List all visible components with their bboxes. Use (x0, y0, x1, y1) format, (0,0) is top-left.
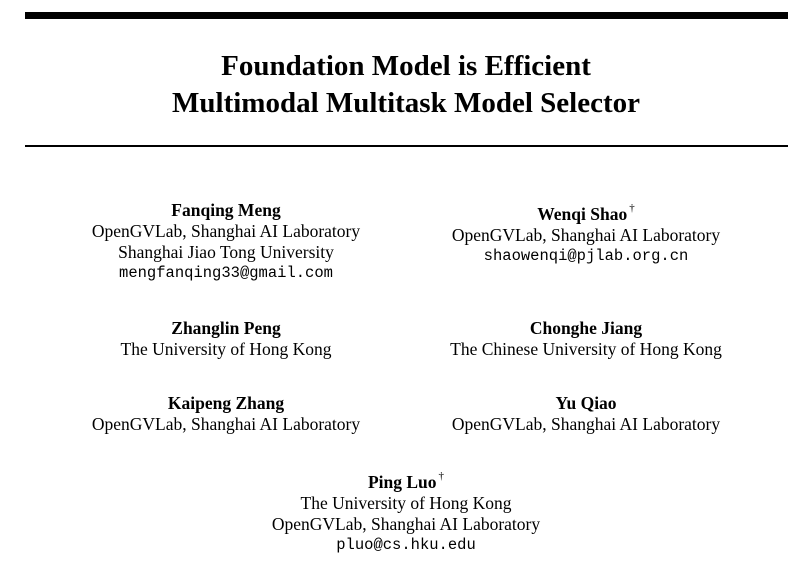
author-email[interactable]: mengfanqing33@gmail.com (119, 264, 333, 282)
author-block-chonghe-jiang: Chonghe Jiang The Chinese University of … (416, 318, 756, 360)
author-block-ping-luo: Ping Luo† The University of Hong Kong Op… (236, 468, 576, 556)
author-email[interactable]: pluo@cs.hku.edu (336, 535, 476, 554)
author-name: Zhanglin Peng (171, 318, 281, 338)
top-rule (25, 12, 788, 19)
author-name: Kaipeng Zhang (167, 393, 285, 413)
author-name: Wenqi Shao† (537, 202, 635, 224)
author-name: Ping Luo† (367, 470, 445, 492)
author-block-kaipeng-zhang: Kaipeng Zhang OpenGVLab, Shanghai AI Lab… (56, 393, 396, 435)
author-affiliation: OpenGVLab, Shanghai AI Laboratory (91, 414, 361, 434)
title-line-1: Foundation Model is Efficient (221, 50, 591, 82)
author-affiliation: OpenGVLab, Shanghai AI Laboratory (451, 224, 721, 245)
author-affiliation: OpenGVLab, Shanghai AI Laboratory (451, 414, 721, 434)
author-email[interactable]: shaowenqi@pjlab.org.cn (483, 246, 689, 265)
author-affiliation: The Chinese University of Hong Kong (450, 339, 722, 359)
author-block-zhanglin-peng: Zhanglin Peng The University of Hong Kon… (56, 318, 396, 360)
author-name: Yu Qiao (555, 393, 617, 413)
author-affiliation: OpenGVLab, Shanghai AI Laboratory (91, 221, 361, 241)
author-name: Chonghe Jiang (529, 318, 643, 338)
author-affiliation: The University of Hong Kong (300, 492, 512, 513)
author-affiliation: OpenGVLab, Shanghai AI Laboratory (271, 513, 541, 534)
corresponding-author-mark: † (629, 202, 635, 214)
corresponding-author-mark: † (438, 470, 445, 482)
author-block-yu-qiao: Yu Qiao OpenGVLab, Shanghai AI Laborator… (416, 393, 756, 435)
title-line-2: Multimodal Multitask Model Selector (172, 87, 640, 119)
author-affiliation: Shanghai Jiao Tong University (118, 242, 334, 262)
title-bottom-rule (25, 145, 788, 147)
author-block-wenqi-shao: Wenqi Shao† OpenGVLab, Shanghai AI Labor… (416, 200, 756, 267)
paper-title: Foundation Model is Efficient Multimodal… (0, 48, 792, 122)
author-affiliation: The University of Hong Kong (120, 339, 332, 359)
author-name: Fanqing Meng (171, 200, 281, 220)
author-block-fanqing-meng: Fanqing Meng OpenGVLab, Shanghai AI Labo… (56, 200, 396, 284)
